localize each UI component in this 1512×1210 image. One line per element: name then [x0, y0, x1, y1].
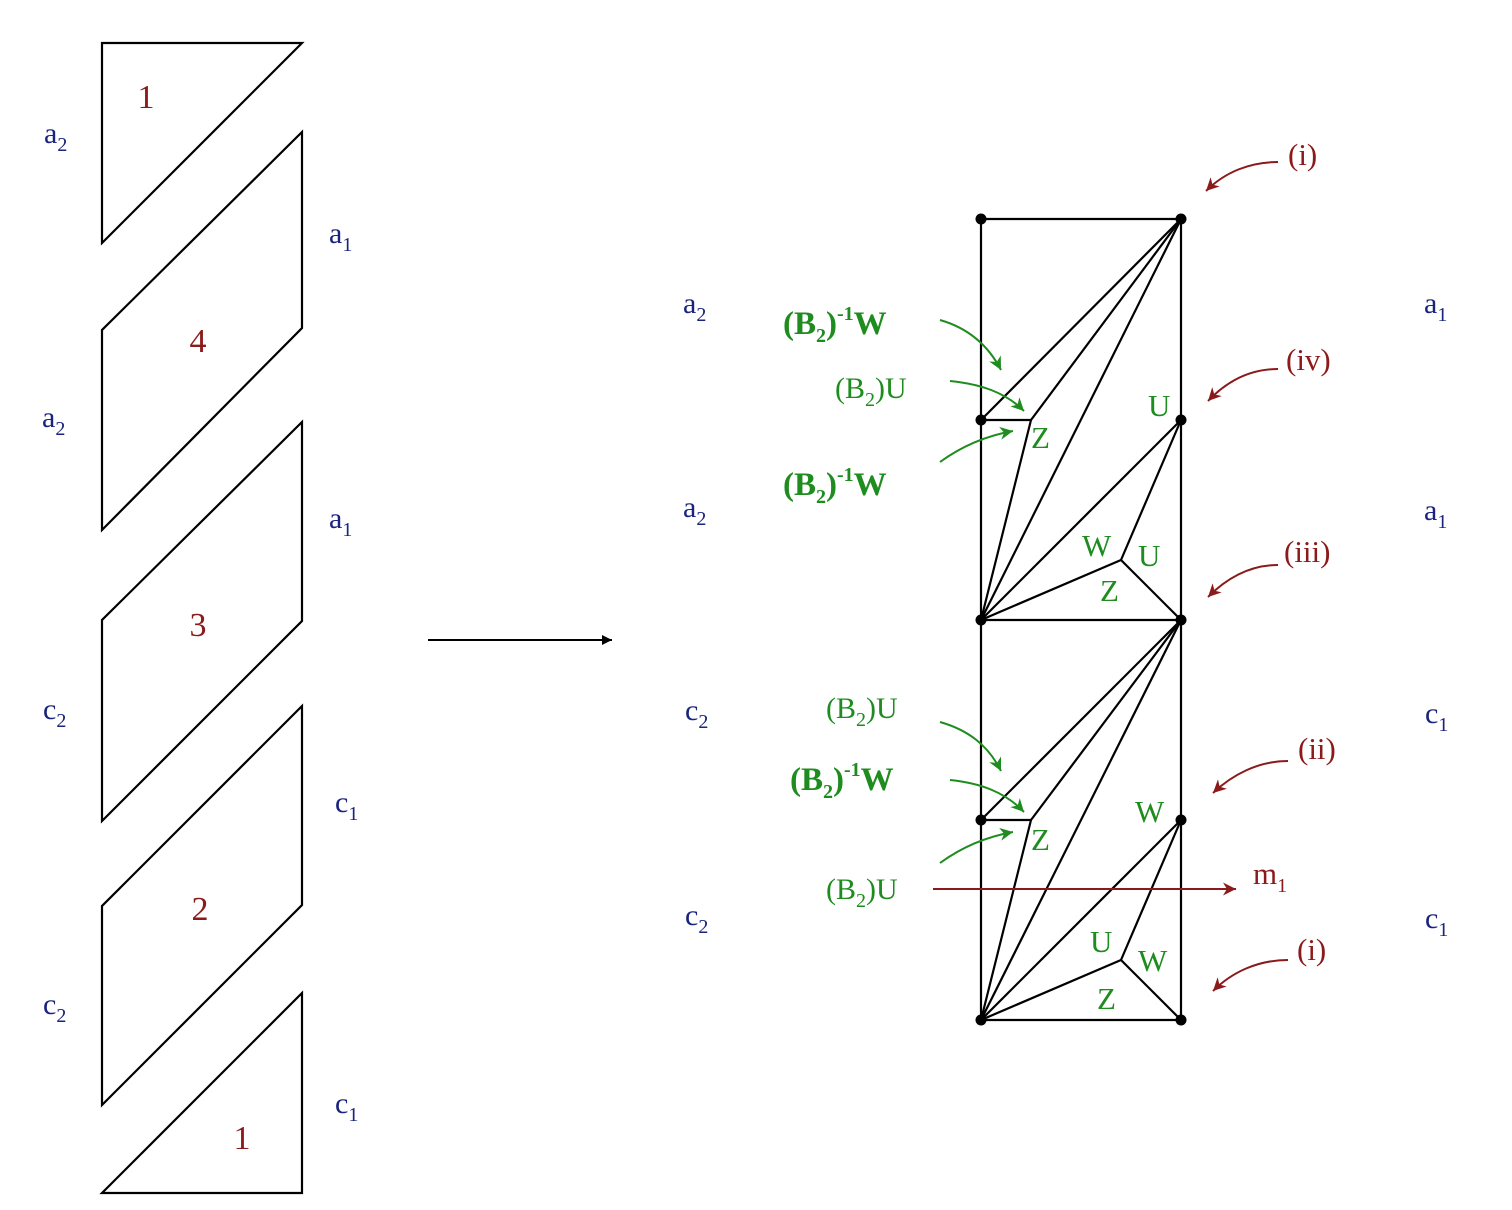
label-c1-bottom: c1 [335, 1087, 358, 1126]
annotation-arrow-2 [949, 380, 1025, 412]
right-figure: a2 a2 c2 c2 a1 a1 c1 c1 (i) (iv) (iii) (… [683, 137, 1448, 1026]
marker-iii: (iii) [1284, 534, 1331, 569]
right-right-label-c1-upper: c1 [1425, 697, 1448, 736]
marker-arrow-ii [1212, 760, 1289, 794]
vertex-label-z1: Z [1031, 420, 1050, 455]
vertex-dot [975, 414, 987, 426]
right-left-label-a2-lower: a2 [683, 491, 706, 530]
vertex-dot [1175, 814, 1187, 826]
label-a2-mid: a2 [42, 401, 65, 440]
upper-triangulation [979, 218, 1183, 622]
vertex-dot [1175, 614, 1187, 626]
piece-number-4: 4 [190, 323, 207, 360]
marker-i-bottom: (i) [1297, 932, 1326, 967]
annotation-arrow-1 [939, 319, 1002, 371]
piece-1-bottom [99, 990, 304, 1195]
vertex-label-z3: Z [1031, 822, 1050, 857]
piece-3 [100, 419, 304, 824]
marker-arrow-iii [1207, 564, 1279, 598]
piece-number-3: 3 [190, 607, 207, 644]
label-c1-mid: c1 [335, 786, 358, 825]
vertex-dot [975, 814, 987, 826]
vertex-label-z4: Z [1097, 981, 1116, 1016]
piece-2 [100, 703, 304, 1108]
vertex-label-u-top: U [1148, 388, 1170, 423]
vertex-label-w2: W [1138, 943, 1168, 978]
marker-iv: (iv) [1286, 342, 1331, 377]
vertex-label-z2: Z [1100, 573, 1119, 608]
annotation-arrow-4 [939, 721, 1002, 772]
annotation-binv-w-2: (B2)-1W [783, 464, 887, 508]
marker-arrow-i-bottom [1212, 959, 1289, 992]
annotation-binv-w-1: (B2)-1W [783, 303, 887, 347]
right-right-label-a1-lower: a1 [1424, 494, 1447, 533]
vertex-label-u1: U [1138, 538, 1160, 573]
label-a1-mid: a1 [329, 502, 352, 541]
right-right-label-c1-lower: c1 [1425, 902, 1448, 941]
vertices [975, 213, 1187, 1026]
label-c2-mid: c2 [43, 693, 66, 732]
piece-number-1-bottom: 1 [234, 1120, 251, 1157]
vertex-label-w-mid: W [1135, 794, 1165, 829]
piece-1-top [100, 41, 305, 246]
marker-i-top: (i) [1288, 137, 1317, 172]
vertex-dot [975, 614, 987, 626]
label-a2-top: a2 [44, 117, 67, 156]
annotation-arrow-6 [939, 827, 1014, 864]
piece-number-2: 2 [192, 891, 209, 928]
label-a1-top: a1 [329, 217, 352, 256]
annotation-b-u-2: (B2)U [826, 692, 898, 731]
vertex-dot [975, 1014, 987, 1026]
marker-arrow-i-top [1205, 161, 1279, 192]
marker-ii: (ii) [1298, 731, 1336, 766]
vertex-label-u2: U [1090, 924, 1112, 959]
piece-4 [100, 129, 304, 533]
vertex-label-w1: W [1082, 528, 1112, 563]
annotation-binv-w-3: (B2)-1W [790, 759, 894, 803]
annotation-arrow-5 [949, 779, 1025, 813]
right-right-label-a1-upper: a1 [1424, 287, 1447, 326]
marker-arrow-iv [1207, 368, 1279, 402]
annotation-b-u-1: (B2)U [835, 372, 907, 411]
right-left-label-c2-lower: c2 [685, 899, 708, 938]
label-c2-bottom: c2 [43, 988, 66, 1027]
right-left-label-c2-upper: c2 [685, 694, 708, 733]
annotation-arrow-3 [939, 426, 1014, 463]
vertex-dot [1175, 414, 1187, 426]
left-pieces: 1 4 3 2 1 a2 a1 a2 a1 c2 c1 c2 c1 [42, 41, 358, 1195]
right-left-label-a2-upper: a2 [683, 287, 706, 326]
piece-number-1-top: 1 [138, 79, 155, 116]
m1-label: m1 [1253, 856, 1287, 897]
vertex-dot [1175, 213, 1187, 225]
vertex-dot [975, 213, 987, 225]
annotation-b-u-3: (B2)U [826, 873, 898, 912]
vertex-dot [1175, 1014, 1187, 1026]
